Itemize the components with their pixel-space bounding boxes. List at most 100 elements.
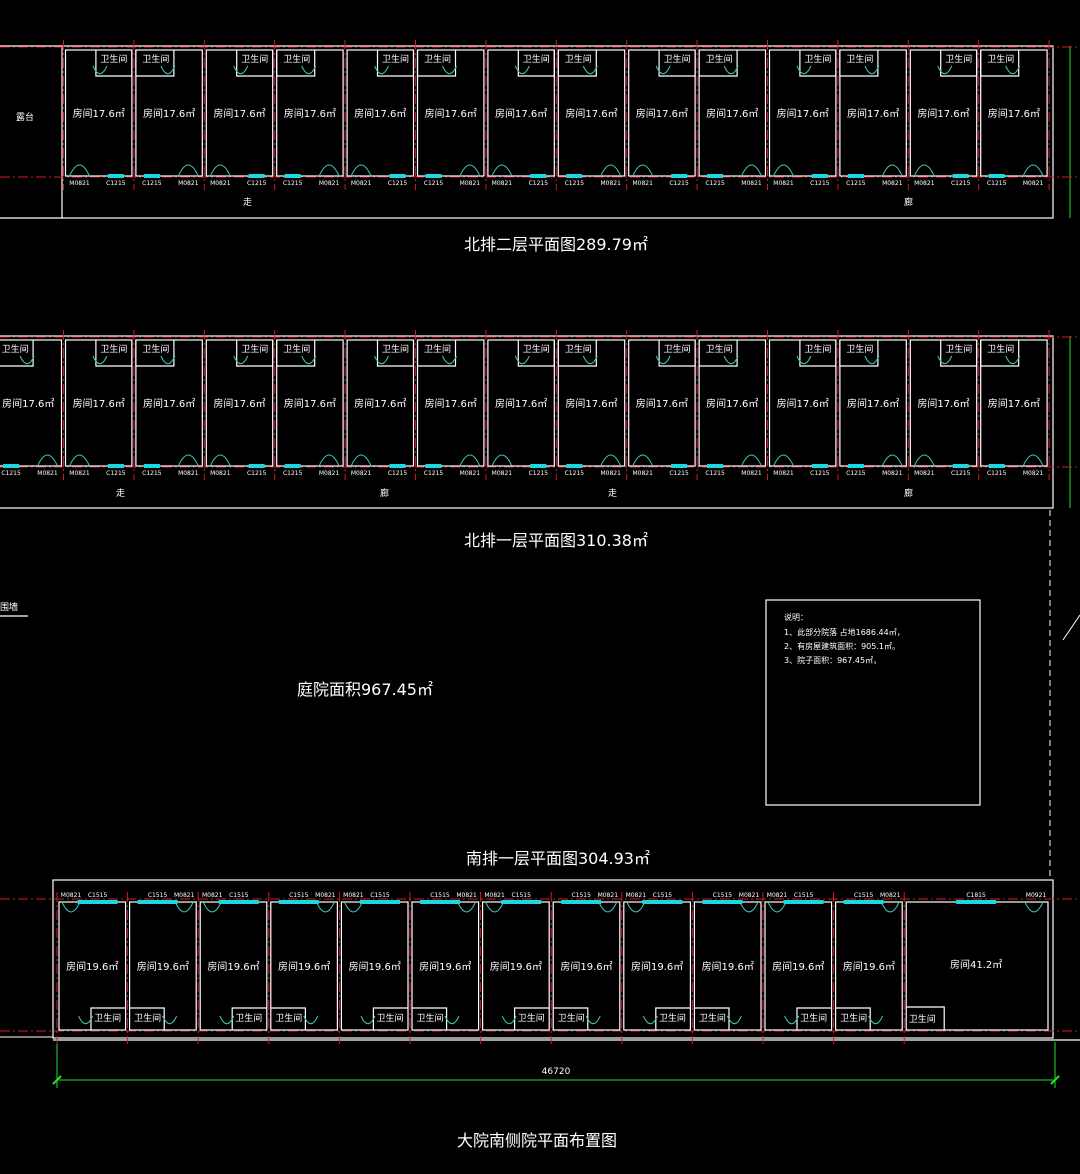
door-swing-icon [491, 454, 513, 467]
bathroom-wall [376, 50, 415, 77]
room-outline [135, 339, 203, 467]
bathroom-label: 卫生间 [804, 343, 831, 355]
door-swing-icon [514, 65, 530, 75]
door-swing-icon [796, 355, 812, 365]
bathroom-wall [835, 1007, 871, 1030]
bathroom-wall [658, 50, 696, 77]
room-label: 房间19.6㎡ [772, 960, 824, 973]
door-swing-icon [442, 65, 457, 75]
room-label: 房间17.6㎡ [636, 397, 688, 410]
room-label: 房间17.6㎡ [917, 107, 969, 120]
bathroom-label: 卫生间 [664, 343, 691, 355]
room-label: 房间17.6㎡ [706, 397, 758, 410]
door-swing-icon [600, 164, 622, 177]
door-swing-icon [69, 454, 90, 467]
door-label: M0921 [1026, 892, 1047, 899]
door-swing-icon [723, 355, 739, 365]
door-label: M0821 [492, 180, 513, 187]
door-label: M0821 [632, 470, 653, 477]
door-swing-icon [913, 164, 935, 177]
door-swing-icon [501, 1015, 517, 1025]
bathroom-label: 卫生间 [909, 1013, 936, 1025]
room-outline [698, 49, 767, 177]
window-icon [811, 464, 828, 468]
door-swing-icon [360, 1015, 376, 1025]
notes-box [765, 599, 981, 806]
window-icon [811, 174, 828, 178]
window-label: C1515 [88, 892, 108, 899]
window-label: C1215 [529, 470, 549, 477]
room-outline [135, 49, 203, 177]
door-label: M0821 [882, 470, 903, 477]
door-swing-icon [174, 901, 194, 913]
bathroom-label: 卫生间 [283, 343, 310, 355]
room-label: 房间19.6㎡ [349, 960, 401, 973]
window-label: C1515 [370, 892, 390, 899]
bathroom-wall [698, 340, 738, 367]
window-label: C1215 [846, 180, 866, 187]
door-swing-icon [585, 1015, 601, 1025]
door-label: M0821 [626, 892, 647, 899]
room-outline [909, 339, 978, 467]
bathroom-label: 卫生间 [382, 343, 409, 355]
door-swing-icon [209, 164, 231, 177]
door-label: M0821 [178, 180, 199, 187]
door-swing-icon [92, 355, 108, 365]
bathroom-wall [236, 340, 274, 367]
window-icon [530, 464, 547, 468]
bathroom-wall [270, 1007, 306, 1030]
bathroom-label: 卫生间 [142, 53, 169, 65]
door-swing-icon [315, 901, 335, 913]
window-label: C1515 [229, 892, 249, 899]
door-swing-icon [723, 65, 739, 75]
room-outline [557, 49, 626, 177]
window-icon [530, 174, 547, 178]
door-swing-icon [626, 901, 646, 913]
room-outline [628, 49, 696, 177]
bathroom-wall [412, 1007, 448, 1030]
door-label: M0821 [632, 180, 653, 187]
door-swing-icon [655, 355, 671, 365]
door-swing-icon [69, 164, 90, 177]
window-label: C1215 [283, 470, 303, 477]
room-label: 房间17.6㎡ [847, 107, 899, 120]
door-swing-icon [457, 901, 477, 913]
bathroom-wall [416, 340, 457, 367]
room-outline [909, 49, 978, 177]
room-label: 房间17.6㎡ [847, 397, 899, 410]
door-label: M0821 [767, 892, 788, 899]
door-swing-icon [209, 454, 231, 467]
room-outline [416, 49, 485, 177]
window-label: C1215 [142, 180, 162, 187]
room-label: 房间17.6㎡ [988, 397, 1040, 410]
window-label: C1215 [247, 470, 267, 477]
room-outline [768, 49, 837, 177]
room-label: 房间19.6㎡ [560, 960, 612, 973]
corridor-label: 廊 [904, 487, 913, 499]
door-label: M0821 [484, 892, 505, 899]
window-label: C1515 [713, 892, 733, 899]
door-swing-icon [233, 355, 249, 365]
door-swing-icon [642, 1015, 658, 1025]
window-icon [389, 174, 406, 178]
door-swing-icon [864, 355, 880, 365]
door-swing-icon [301, 65, 317, 75]
bathroom-label: 卫生间 [416, 1012, 443, 1024]
room-label: 房间19.6㎡ [137, 960, 189, 973]
door-swing-icon [303, 1015, 319, 1025]
door-label: M0821 [178, 470, 199, 477]
room-label: 房间17.6㎡ [565, 397, 617, 410]
door-swing-icon [343, 901, 363, 913]
window-icon [956, 900, 997, 904]
room-label: 房间17.6㎡ [213, 107, 265, 120]
bathroom-label: 卫生间 [518, 1012, 545, 1024]
door-label: M0821 [741, 180, 762, 187]
window-icon [420, 900, 460, 904]
door-swing-icon [881, 164, 903, 177]
window-icon [501, 900, 542, 904]
bathroom-label: 卫生间 [565, 343, 592, 355]
door-swing-icon [741, 454, 762, 467]
room-label: 房间17.6㎡ [777, 397, 829, 410]
door-swing-icon [514, 355, 530, 365]
